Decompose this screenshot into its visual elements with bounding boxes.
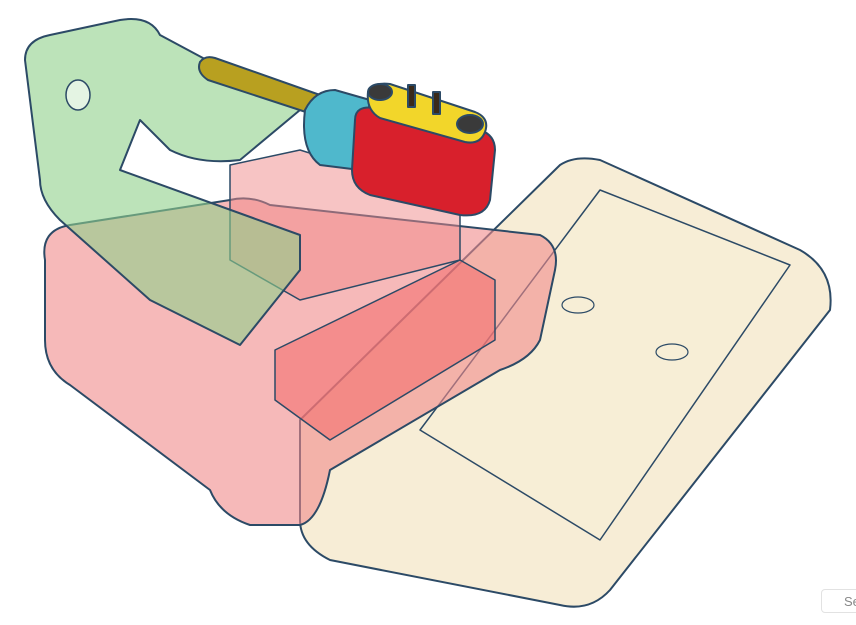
tray-hole [561,296,595,314]
connector-cap [367,83,393,101]
connector-pin [407,84,416,108]
green-clamp[interactable] [24,18,301,346]
tray-hole [655,343,689,361]
connector-pin [432,91,441,115]
corner-button-label: Se [844,594,856,609]
connector-cap [456,114,484,134]
pink-step [274,259,496,441]
clamp-hole [65,79,91,111]
corner-button[interactable]: Se [821,589,856,613]
